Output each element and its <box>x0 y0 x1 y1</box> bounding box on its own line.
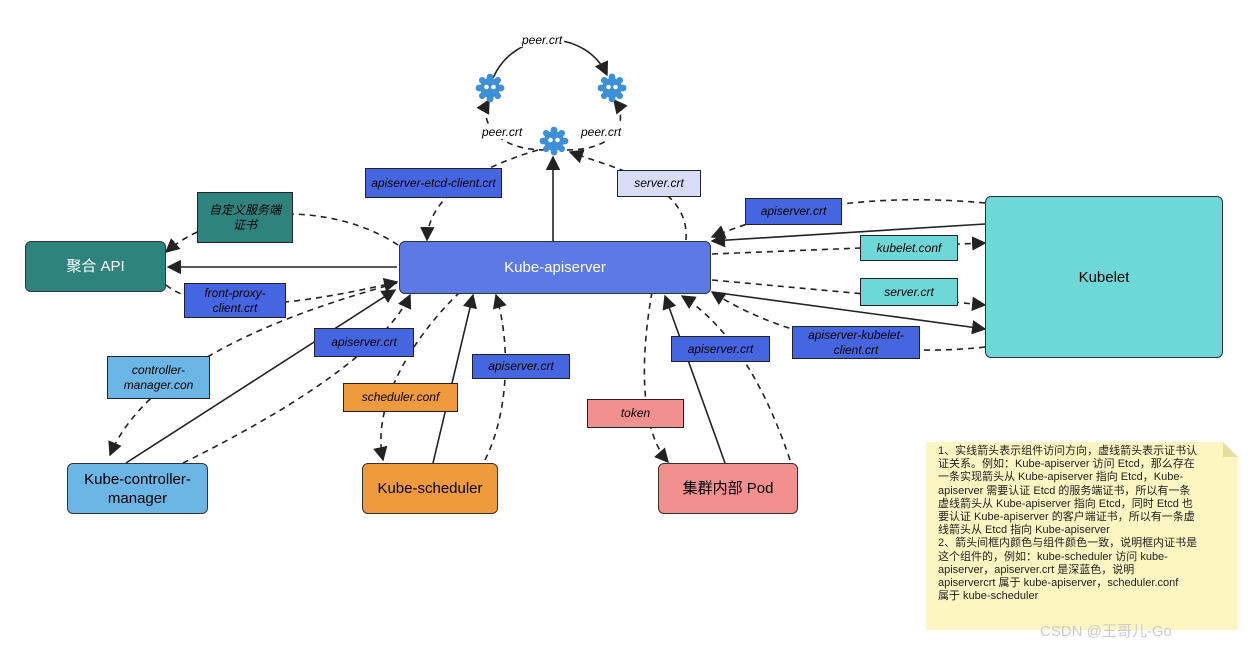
apiserver-kubelet-client-cert-label: apiserver-kubelet-client.crt <box>792 326 920 359</box>
edge-scheduler-conf <box>373 291 461 462</box>
etcd-icon <box>539 126 569 156</box>
note-line: 线箭头从 Etcd 指向 Kube-apiserver <box>938 524 1110 537</box>
cluster-pod-node[interactable]: 集群内部 Pod <box>658 463 798 514</box>
note-line: 1、实线箭头表示组件访问方向，虚线箭头表示证书认 <box>938 445 1198 457</box>
peer-edge-right <box>566 98 628 151</box>
peer-cert-label-right: peer.crt <box>579 125 624 139</box>
kube-scheduler-node[interactable]: Kube-scheduler <box>362 463 498 514</box>
pod-apiserver-cert-label: apiserver.crt <box>671 336 770 362</box>
edge-kubelet-server-cert <box>711 279 987 311</box>
note-line: 证关系。例如：Kube-apiserver 访问 Etcd，那么存在 <box>938 458 1195 471</box>
note-line: apiserver，apiserver.crt 是深蓝色，说明 <box>938 563 1135 576</box>
edge-kubelet-conf <box>711 236 987 255</box>
note-line: apiservercrt 属于 kube-apiserver，scheduler… <box>938 577 1179 590</box>
note-line: 虚线箭头从 Kube-apiserver 指向 Etcd，同时 Etcd 也 <box>938 497 1193 510</box>
scheduler-apiserver-cert-label: apiserver.crt <box>472 354 570 379</box>
controller-manager-conf-label: controller-manager.con <box>107 356 210 399</box>
kube-controller-manager-node[interactable]: Kube-controller-manager <box>67 463 208 514</box>
note-line: 一条实现箭头从 Kube-apiserver 指向 Etcd，Kube- <box>938 471 1184 484</box>
peer-cert-label-left: peer.crt <box>480 125 525 139</box>
edge-controller-conf <box>108 282 398 457</box>
kube-apiserver-node[interactable]: Kube-apiserver <box>399 241 711 294</box>
note-line: 属于 kube-scheduler <box>938 590 1039 603</box>
edge-scheduler-apiserver <box>432 293 478 464</box>
explanation-note: 1、实线箭头表示组件访问方向，虚线箭头表示证书认证关系。例如：Kube-apis… <box>926 442 1238 630</box>
kubelet-conf-label: kubelet.conf <box>860 235 958 261</box>
aggregate-api-node[interactable]: 聚合 API <box>25 241 166 292</box>
peer-cert-label-top: peer.crt <box>520 33 565 47</box>
front-proxy-client-cert-label: front-proxy-client.crt <box>184 283 286 318</box>
pod-token-label: token <box>587 399 684 428</box>
note-line: apiserver 需要认证 Etcd 的服务端证书，所以有一条 <box>938 484 1191 497</box>
edge-apiserver-kubelet <box>711 291 987 335</box>
note-line: 要认证 Kube-apiserver 的客户端证书，所以有一条虚 <box>938 511 1195 524</box>
kubelet-apiserver-cert-label: apiserver.crt <box>745 198 842 225</box>
edge-pod-apiserver <box>662 294 726 464</box>
note-line: 这个组件的，例如：kube-scheduler 访问 kube- <box>938 550 1168 563</box>
controller-apiserver-cert-label: apiserver.crt <box>314 328 414 357</box>
custom-server-cert-label: 自定义服务端证书 <box>197 192 293 243</box>
edge-controller-apiserver-cert <box>182 293 412 464</box>
etcd-icon <box>475 73 505 103</box>
edge-etcd-server-cert <box>568 149 687 241</box>
edge-pod-token <box>643 291 669 464</box>
kubelet-server-cert-label: server.crt <box>860 278 958 306</box>
edge-kubelet-serving-cert <box>710 198 986 239</box>
note-line: 2、箭头间框内颜色与组件颜色一致，说明框内证书是 <box>938 537 1198 550</box>
edge-controller-apiserver <box>125 289 397 464</box>
etcd-icon <box>597 73 627 103</box>
apiserver-etcd-client-cert-label: apiserver-etcd-client.crt <box>365 168 502 198</box>
etcd-server-cert-label: server.crt <box>617 170 701 197</box>
kubelet-node[interactable]: Kubelet <box>985 196 1223 358</box>
edge-pod-apiserver-cert <box>680 295 791 461</box>
watermark: CSDN @王哥儿-Go <box>1040 623 1172 640</box>
scheduler-conf-label: scheduler.conf <box>343 383 458 412</box>
edge-kubelet-apiserver <box>710 223 986 248</box>
